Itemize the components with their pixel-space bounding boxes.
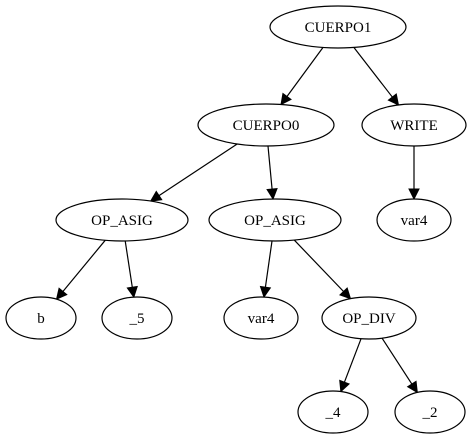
tree-node-op-div: OP_DIV — [321, 296, 417, 340]
arrowhead-icon — [339, 287, 352, 300]
arrowhead-icon — [259, 285, 272, 299]
arrowhead-icon — [55, 287, 68, 301]
node-label: var4 — [401, 213, 428, 229]
arrowhead-icon — [266, 188, 278, 201]
edge-line — [353, 47, 393, 98]
tree-node-var4-asig: var4 — [223, 296, 299, 340]
edge-line — [264, 240, 273, 288]
tree-node-write: WRITE — [361, 103, 467, 147]
node-ellipse — [197, 103, 335, 147]
node-ellipse — [269, 5, 407, 49]
edge-line — [62, 239, 106, 292]
arrowhead-icon — [149, 190, 163, 202]
edge-op_asig_1-to-b — [55, 239, 106, 301]
arrowhead-icon — [339, 379, 351, 393]
node-label: OP_DIV — [342, 311, 396, 327]
tree-node-cuerpo1: CUERPO1 — [269, 5, 407, 49]
node-label: OP_ASIG — [91, 213, 153, 229]
node-label: OP_ASIG — [244, 213, 306, 229]
edge-write-to-var4_write — [408, 146, 420, 201]
edge-cuerpo1-to-cuerpo0 — [280, 47, 324, 106]
node-ellipse — [394, 390, 466, 434]
edge-op_div-to-_2 — [381, 337, 418, 394]
node-label: var4 — [248, 311, 275, 327]
node-label: _4 — [325, 405, 342, 421]
node-ellipse — [321, 296, 417, 340]
edge-line — [381, 337, 413, 385]
edge-line — [343, 338, 362, 383]
node-label: CUERPO0 — [233, 118, 300, 134]
tree-node--2: _2 — [394, 390, 466, 434]
edge-cuerpo0-to-op_asig_1 — [149, 143, 238, 202]
node-label: WRITE — [390, 118, 437, 134]
edge-line — [158, 143, 238, 197]
edge-cuerpo0-to-op_asig_2 — [266, 145, 278, 201]
edge-op_asig_2-to-op_div — [293, 239, 352, 300]
tree-edges — [55, 47, 420, 394]
edge-op_asig_2-to-var4_asig — [259, 240, 273, 299]
edge-op_asig_1-to-_5 — [124, 240, 138, 299]
node-label: CUERPO1 — [305, 20, 372, 36]
arrowhead-icon — [408, 188, 420, 201]
node-label: _2 — [422, 405, 438, 421]
edge-line — [267, 145, 273, 190]
node-label: b — [37, 311, 45, 327]
arrowhead-icon — [406, 380, 418, 394]
arrowhead-icon — [280, 92, 292, 106]
tree-node-op-asig-2: OP_ASIG — [208, 198, 342, 242]
tree-node-b: b — [5, 296, 77, 340]
tree-node-cuerpo0: CUERPO0 — [197, 103, 335, 147]
edge-line — [293, 239, 344, 292]
edge-cuerpo1-to-write — [353, 47, 400, 106]
node-ellipse — [223, 296, 299, 340]
node-ellipse — [376, 198, 452, 242]
tree-node--4: _4 — [297, 390, 369, 434]
node-label: _5 — [129, 311, 145, 327]
tree-node--5: _5 — [101, 296, 173, 340]
node-ellipse — [297, 390, 369, 434]
tree-node-var4-write: var4 — [376, 198, 452, 242]
edge-line — [286, 47, 324, 97]
edge-op_div-to-_4 — [339, 338, 362, 393]
node-ellipse — [55, 198, 189, 242]
node-ellipse — [208, 198, 342, 242]
node-ellipse — [5, 296, 77, 340]
edge-line — [124, 240, 133, 288]
node-ellipse — [361, 103, 467, 147]
node-ellipse — [101, 296, 173, 340]
tree-node-op-asig-1: OP_ASIG — [55, 198, 189, 242]
arrowhead-icon — [126, 285, 138, 299]
arrowhead-icon — [387, 93, 400, 106]
